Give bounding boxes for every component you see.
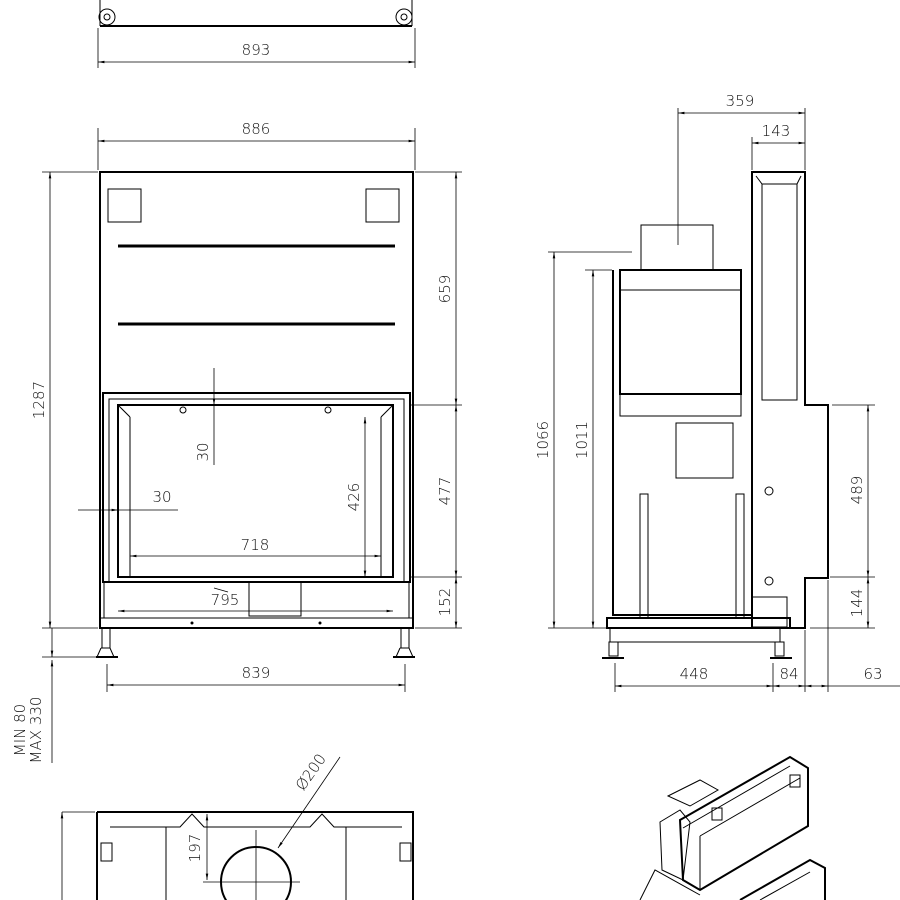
- dim-base-height: 152: [436, 588, 454, 617]
- leg-min-label: MIN 80: [11, 704, 29, 756]
- leg-max-label: MAX 330: [27, 697, 45, 764]
- front-view: 886 1287 659 477 152 30 30 426 718 795 8…: [11, 120, 462, 763]
- dim-glass-height: 426: [345, 483, 363, 512]
- dim-flue-diameter: Ø200: [292, 750, 330, 793]
- adjustable-foot: [96, 627, 415, 658]
- dim-frame-depth: 84: [779, 665, 798, 683]
- dim-glass-width: 718: [241, 536, 270, 554]
- dim-rear-opening-height: 489: [848, 476, 866, 505]
- dim-front-width: 886: [242, 120, 271, 138]
- dim-overall-height: 1287: [30, 381, 48, 419]
- plan-view: 197 Ø200: [60, 750, 414, 900]
- dim-body-height: 1011: [573, 421, 591, 459]
- top-view: 893: [97, 0, 416, 68]
- caster-icon: [98, 8, 116, 26]
- dim-flue-offset-plan: 197: [186, 834, 204, 863]
- dim-rear-base-height: 144: [848, 589, 866, 618]
- dim-feet-spacing: 839: [242, 664, 271, 682]
- dim-opening-height: 477: [436, 477, 454, 506]
- dim-upper-height: 659: [436, 275, 454, 304]
- caster-icon: [395, 8, 413, 26]
- dim-inset-side: 30: [152, 488, 171, 506]
- dim-front-panel-depth: 143: [762, 122, 791, 140]
- isometric-view: [639, 755, 826, 900]
- dim-top-width: 893: [242, 41, 271, 59]
- dim-flue-offset: 359: [726, 92, 755, 110]
- dim-rear-depth: 63: [863, 665, 882, 683]
- dim-inset-top: 30: [194, 442, 212, 461]
- side-view: 359 143 1066 1011 489 144 448 84 63: [534, 92, 900, 692]
- dim-body-depth: 448: [680, 665, 709, 683]
- dim-opening-width: 795: [211, 591, 240, 609]
- dim-height-to-flue: 1066: [534, 421, 552, 459]
